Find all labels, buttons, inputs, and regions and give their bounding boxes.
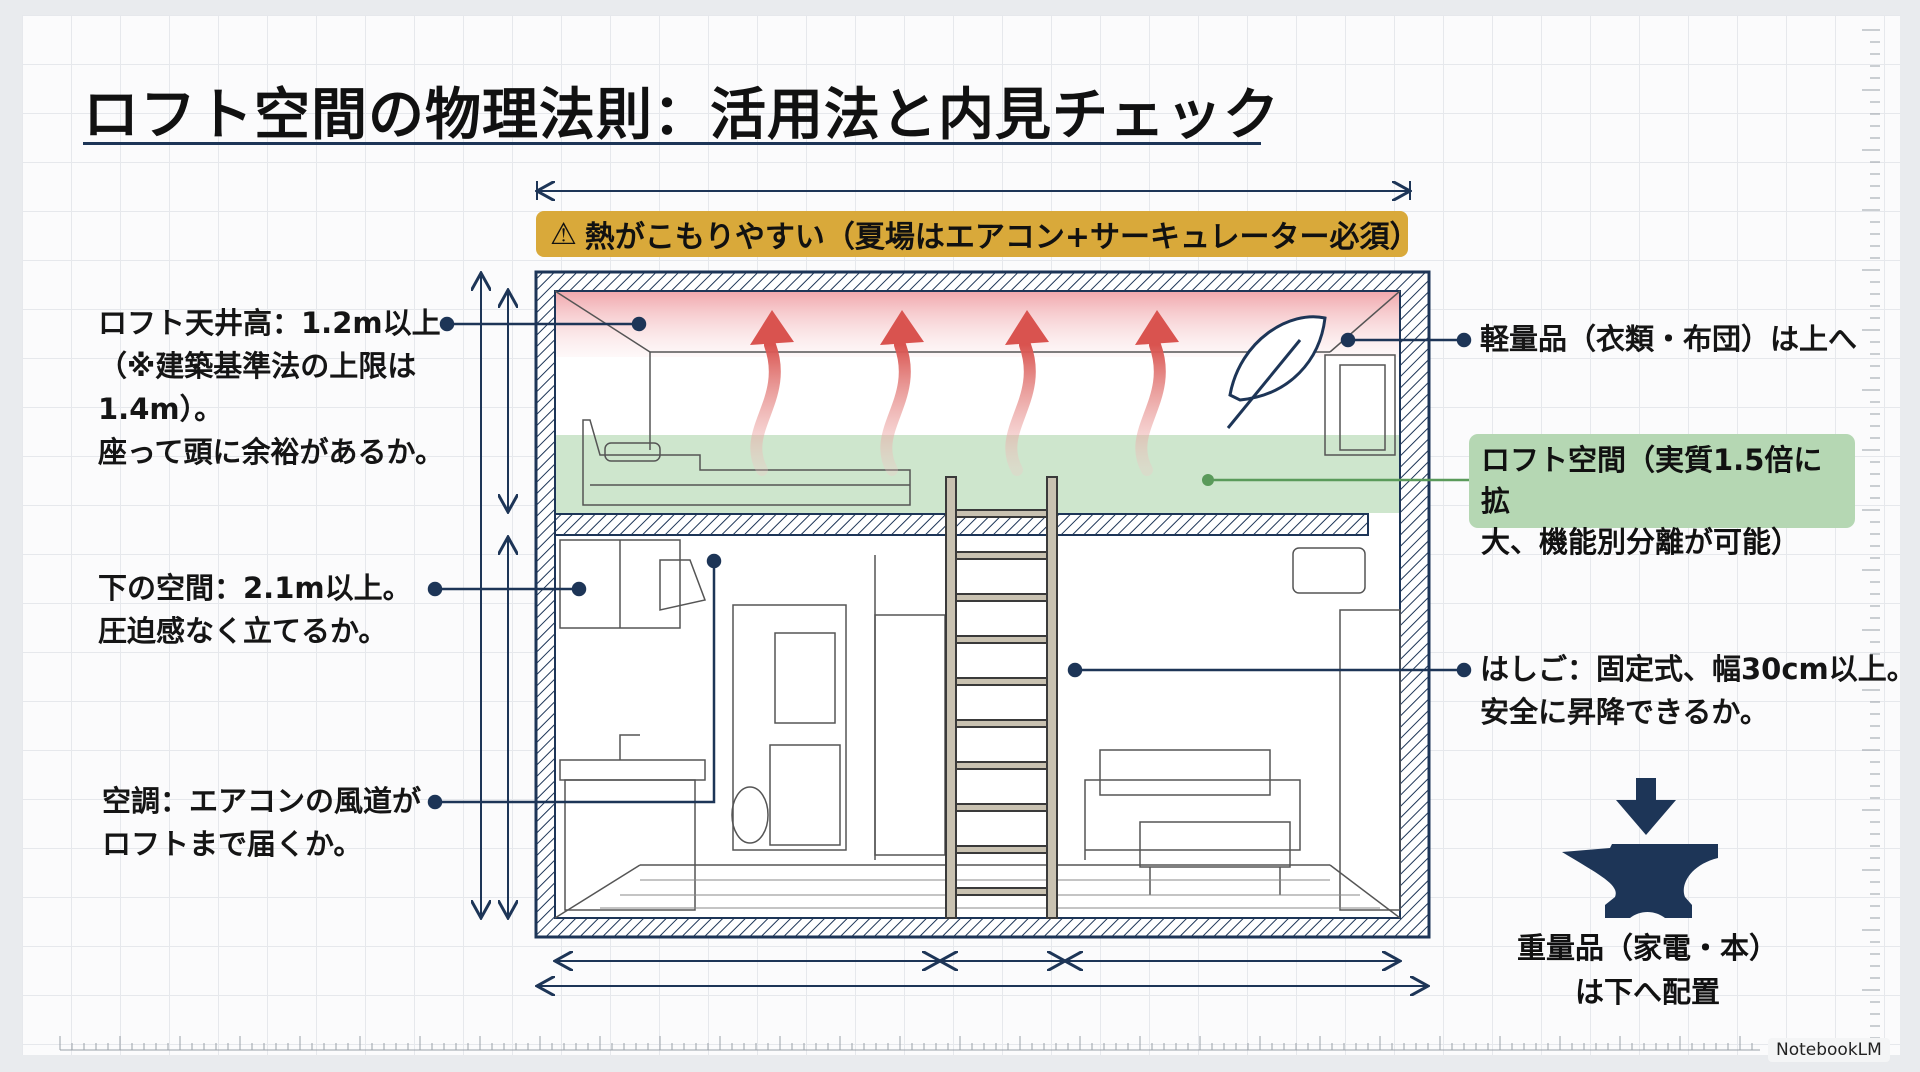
ladder-rung [955, 761, 1048, 770]
heat-warning-banner: ⚠ 熱がこもりやすい（夏場はエアコン+サーキュレーター必須） [536, 211, 1419, 257]
aircon-label: 空調：エアコンの風道が ロフトまで届くか。 [102, 780, 421, 866]
label-line: 座って頭に余裕があるか。 [98, 435, 444, 469]
page-title: ロフト空間の物理法則：活用法と内見チェック [83, 83, 1280, 148]
heat-arrow-head [750, 310, 794, 345]
anvil-icon [1562, 778, 1718, 918]
loft-space-box: ロフト空間（実質1.5倍に拡 大、機能別分離が可能） [1469, 434, 1855, 559]
label-line: ロフト天井高：1.2m以上 [98, 306, 441, 340]
banner-text: 熱がこもりやすい（夏場はエアコン+サーキュレーター必須） [584, 220, 1420, 255]
heat-arrow-head [880, 310, 924, 345]
label-line: 空調：エアコンの風道が [102, 784, 422, 818]
loft-zone [556, 435, 1399, 513]
heat-arrows [750, 310, 1179, 476]
ladder-rail [945, 476, 957, 919]
heat-arrow-head [1135, 310, 1179, 345]
label-line: はしご：固定式、幅30cm以上。 [1480, 652, 1916, 686]
ruler-ticks [59, 29, 1880, 1050]
title-underline [83, 142, 1261, 145]
label-line: ロフト空間（実質1.5倍に拡 [1481, 443, 1823, 518]
ladder-rung [955, 593, 1048, 602]
feather-icon [1226, 315, 1327, 429]
notebooklm-watermark: NotebookLM [1768, 1038, 1890, 1062]
heat-arrow-icon [880, 339, 911, 476]
ladder-rung [955, 551, 1048, 560]
label-line: 下の空間：2.1m以上。 [98, 571, 412, 605]
ladder-rail [1046, 476, 1058, 919]
ladder-label: はしご：固定式、幅30cm以上。 安全に昇降できるか。 [1480, 648, 1916, 734]
heavy-items-label: 重量品（家電・本） は下へ配置 [1490, 926, 1805, 1014]
label-line: は下へ配置 [1574, 975, 1720, 1009]
heat-arrow-icon [1135, 339, 1166, 476]
label-line: （※建築基準法の上限は [98, 349, 417, 383]
label-line: 大、機能別分離が可能） [1481, 525, 1801, 559]
heat-arrow-icon [750, 339, 781, 476]
label-line: ロフトまで届くか。 [102, 827, 363, 861]
label-line: 1.4m）。 [98, 392, 224, 426]
label-line: 重量品（家電・本） [1516, 931, 1778, 965]
ladder-rung [955, 845, 1048, 854]
ladder-rung [955, 509, 1048, 518]
light-items-label: 軽量品（衣類・布団）は上へ [1480, 322, 1858, 356]
ladder-rung [955, 635, 1048, 644]
heat-arrow-icon [1005, 339, 1036, 476]
loft-ceiling-label: ロフト天井高：1.2m以上 （※建築基準法の上限は 1.4m）。 座って頭に余裕… [98, 302, 444, 474]
ladder-rung [955, 719, 1048, 728]
ladder-rung [955, 677, 1048, 686]
heat-arrow-head [1005, 310, 1049, 345]
label-line: 圧迫感なく立てるか。 [98, 614, 388, 648]
ladder-rung [955, 887, 1048, 896]
lower-space-label: 下の空間：2.1m以上。 圧迫感なく立てるか。 [98, 567, 412, 653]
ladder-rung [955, 803, 1048, 812]
down-arrow-icon [1616, 778, 1676, 835]
warning-icon: ⚠ [550, 216, 577, 252]
ladder [945, 476, 1058, 919]
label-line: 安全に昇降できるか。 [1480, 695, 1769, 729]
